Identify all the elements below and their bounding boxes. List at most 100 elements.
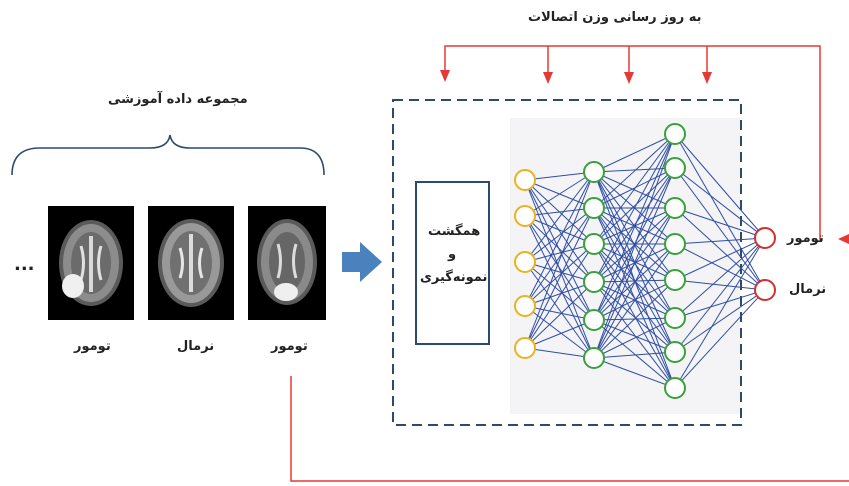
network-edge <box>524 207 595 217</box>
network-edge <box>674 133 766 239</box>
image-label-2: نرمال <box>177 339 215 354</box>
network-edge <box>674 237 766 245</box>
input-node <box>514 251 536 273</box>
network-edge <box>524 243 595 349</box>
network-edge <box>524 207 595 263</box>
network-edge <box>593 133 676 321</box>
network-edge <box>524 319 595 349</box>
network-edge <box>593 357 676 389</box>
network-edge <box>674 237 766 389</box>
network-edge <box>674 133 766 291</box>
network-edge <box>593 167 676 209</box>
image-label-3: تومور <box>271 339 308 354</box>
network-edge <box>674 289 766 389</box>
network-edge <box>524 281 595 307</box>
network-edge <box>674 289 766 353</box>
network-edge <box>593 243 676 389</box>
dataset-title: مجموعه داده آموزشی <box>108 92 248 107</box>
network-edge <box>593 167 676 245</box>
image-label-1: تومور <box>74 339 111 354</box>
brain-scan-tumor-1 <box>48 206 134 320</box>
network-edge <box>524 171 595 263</box>
network-edge <box>674 289 766 319</box>
feedback-arrowheads <box>440 70 849 244</box>
network-edge <box>593 279 676 283</box>
weight-update-title: به روز رسانی وزن اتصالات <box>528 10 702 25</box>
input-node <box>514 295 536 317</box>
output-label-normal: نرمال <box>789 282 827 297</box>
hidden2-node <box>664 377 686 399</box>
input-node <box>514 337 536 359</box>
hidden1-node <box>583 271 605 293</box>
pooling-line-1: همگشت <box>428 224 481 239</box>
dataset-brace <box>11 134 325 176</box>
network-edge <box>593 167 676 359</box>
network-edge <box>674 207 766 291</box>
network-edge <box>593 243 676 359</box>
network-edge <box>593 279 676 321</box>
network-edge <box>674 207 766 239</box>
network-nodes <box>514 123 776 399</box>
hidden2-node <box>664 233 686 255</box>
network-edge <box>524 215 595 321</box>
network-edge <box>593 351 676 359</box>
forward-arrow <box>342 242 382 282</box>
brain-scan-tumor-2 <box>248 206 326 320</box>
network-edge <box>674 243 766 291</box>
network-edge <box>593 133 676 245</box>
network-edge <box>524 261 595 321</box>
network-edge <box>593 167 676 283</box>
network-edge <box>593 133 676 283</box>
hidden2-node <box>664 123 686 145</box>
network-edge <box>674 167 766 239</box>
network-edge <box>524 261 595 283</box>
pooling-line-2: و <box>448 247 457 262</box>
hidden2-node <box>664 269 686 291</box>
network-edge <box>524 243 595 263</box>
network-edge <box>524 305 595 359</box>
hidden2-node <box>664 341 686 363</box>
feedback-bottom <box>290 376 849 482</box>
network-edge <box>524 215 595 359</box>
network-edge <box>593 317 676 359</box>
hidden2-node <box>664 157 686 179</box>
network-edge <box>593 167 676 321</box>
network-edge <box>593 281 676 389</box>
network-edge <box>674 167 766 291</box>
network-connections <box>524 133 766 389</box>
network-edge <box>593 133 676 209</box>
network-edge <box>674 237 766 319</box>
network-edge <box>524 179 595 359</box>
hidden2-node <box>664 197 686 219</box>
output-node <box>754 279 776 301</box>
hidden1-node <box>583 233 605 255</box>
hidden2-node <box>664 307 686 329</box>
network-edge <box>593 133 676 359</box>
network-edge <box>524 171 595 181</box>
network-edge <box>593 171 676 209</box>
input-node <box>514 169 536 191</box>
network-edge <box>674 237 766 353</box>
network-edge <box>593 167 676 173</box>
output-label-tumor: تومور <box>787 231 824 246</box>
hidden1-node <box>583 197 605 219</box>
network-edge <box>524 207 595 349</box>
network-edge <box>524 305 595 321</box>
network-edge <box>674 279 766 291</box>
network-edge <box>593 319 676 389</box>
network-background <box>510 118 740 414</box>
network-edge <box>524 179 595 321</box>
hidden1-node <box>583 347 605 369</box>
output-node <box>754 227 776 249</box>
network-edge <box>593 279 676 359</box>
ellipsis: ... <box>14 254 35 275</box>
hidden1-node <box>583 161 605 183</box>
network-edge <box>674 237 766 281</box>
network-edge <box>593 207 676 359</box>
network-edge <box>524 215 595 245</box>
network-edge <box>524 171 595 307</box>
network-edge <box>524 207 595 307</box>
hidden1-node <box>583 309 605 331</box>
